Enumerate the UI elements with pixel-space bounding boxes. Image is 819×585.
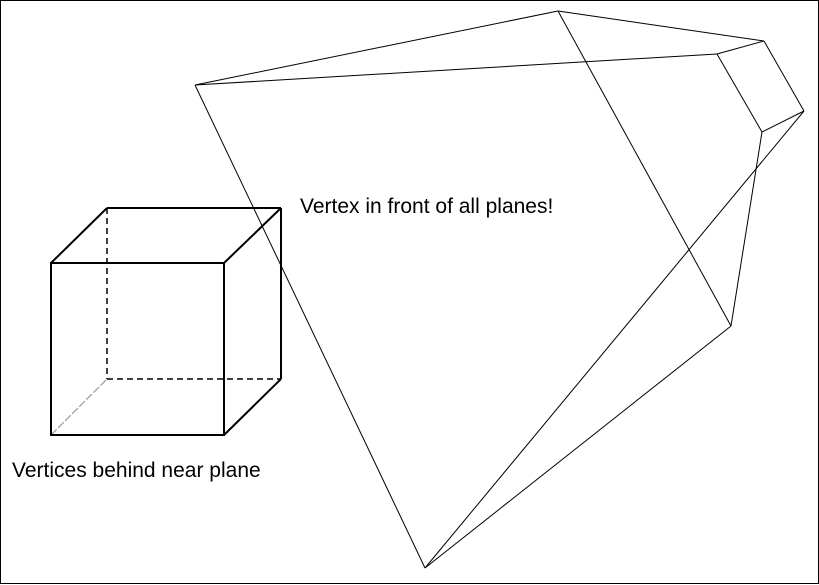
frustum-edge-top-left xyxy=(194,10,559,86)
frustum-edge-far-top xyxy=(194,53,718,86)
frustum-edge-bottom-long xyxy=(424,110,805,569)
cube-front-face xyxy=(50,262,225,436)
cube-hidden-diagonal xyxy=(50,378,108,436)
cube-bottom-right-edge xyxy=(223,378,282,436)
frustum-edge-bottom-right xyxy=(424,325,732,569)
frustum-edge-right-lower xyxy=(730,131,763,327)
frustum-edge-far-right xyxy=(716,40,765,55)
label-vertex-in-front: Vertex in front of all planes! xyxy=(300,195,554,218)
cube-top-right-edge xyxy=(223,207,282,264)
frustum-edge-top-right xyxy=(557,10,765,42)
cube-top-left-edge xyxy=(50,207,108,264)
view-frustum xyxy=(194,10,805,569)
frustum-edge-near-diag xyxy=(716,53,763,133)
cube xyxy=(50,207,282,436)
frustum-edge-right-upper xyxy=(763,40,805,112)
frustum-edge-long-left xyxy=(194,84,426,569)
frustum-edge-inner-diagonal xyxy=(557,10,732,327)
frustum-edge-right-step xyxy=(761,110,805,133)
label-vertices-behind: Vertices behind near plane xyxy=(12,459,261,482)
